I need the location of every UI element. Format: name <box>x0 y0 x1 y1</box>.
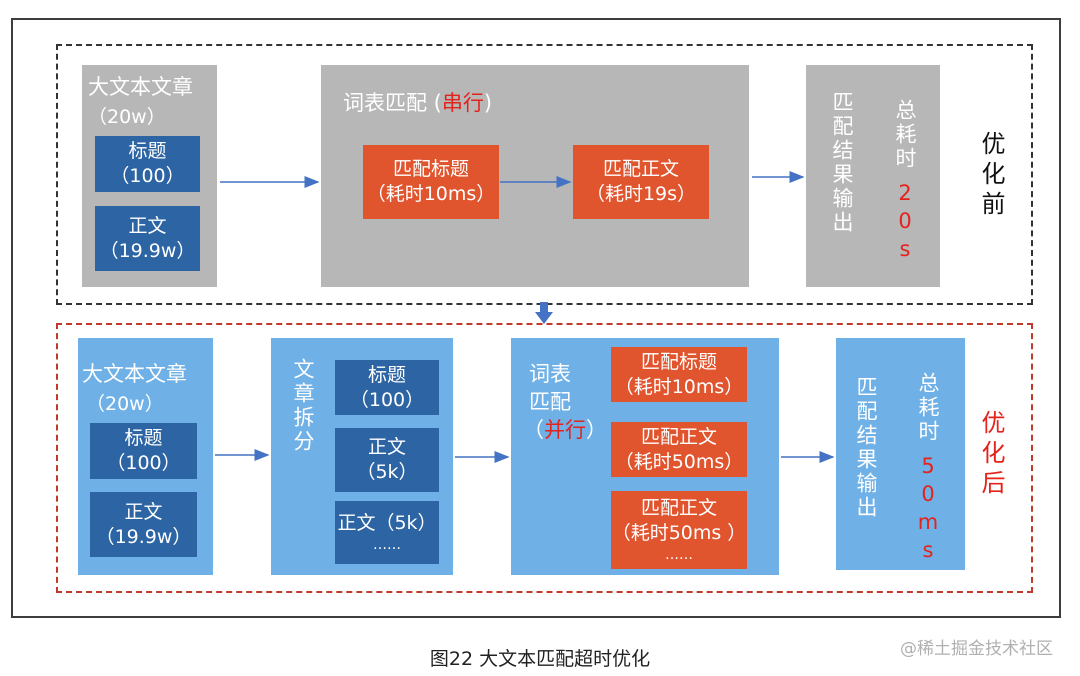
after-task-body-2-label: 匹配正文 <box>640 497 717 519</box>
after-match-mode-open: （ <box>523 418 544 442</box>
after-split-more-ellipsis: …… <box>373 537 401 553</box>
after-split-body-label: 正文 <box>367 436 406 458</box>
after-total-label: 总耗时 <box>916 372 940 444</box>
after-split-more-label: 正文（5k） <box>337 512 437 534</box>
after-total-value: 50ms <box>916 454 940 566</box>
watermark: @稀土掘金技术社区 <box>900 639 1053 659</box>
after-task-body-2-time: （耗时50ms ） <box>611 522 747 544</box>
before-source-count: （20w） <box>88 106 166 128</box>
before-match-title: 词表匹配 (串行) <box>343 89 492 117</box>
after-source-count: （20w） <box>86 393 164 415</box>
before-task-title-label: 匹配标题 <box>392 158 469 180</box>
before-output-label: 匹配结果输出 <box>830 91 854 235</box>
after-section <box>56 323 1033 593</box>
after-match-box: 词表 匹配 （并行） 匹配标题 （耗时10ms） 匹配正文 （耗时50ms） 匹… <box>511 338 779 575</box>
before-title-box-count: （100） <box>110 165 185 187</box>
after-task-body-2-ellipsis: …… <box>665 547 693 563</box>
before-body-box-label: 正文 <box>128 214 167 237</box>
after-task-title-time: （耗时10ms） <box>614 375 744 398</box>
after-match-mode-close: ） <box>586 418 607 442</box>
before-output-box: 匹配结果输出 总耗时 20s <box>806 65 940 287</box>
before-total-value: 20s <box>893 181 917 265</box>
before-match-box: 词表匹配 (串行) 匹配标题 （耗时10ms） 匹配正文 （耗时19s） <box>321 65 749 287</box>
after-split-title-count: （100） <box>349 388 425 411</box>
before-body-box-count: （19.9w） <box>99 239 196 262</box>
after-output-label: 匹配结果输出 <box>854 376 878 520</box>
after-task-title-label: 匹配标题 <box>640 350 717 373</box>
before-source-title: 大文本文章 <box>88 75 193 99</box>
after-task-title: 匹配标题 （耗时10ms） <box>611 347 747 402</box>
after-task-body-1-label: 匹配正文 <box>640 425 717 448</box>
after-body-box-count: （19.9w） <box>95 525 192 548</box>
before-title-box-label: 标题 <box>128 140 167 162</box>
after-task-body-1-time: （耗时50ms） <box>614 450 744 473</box>
after-split-label: 文章拆分 <box>291 358 315 454</box>
after-split-title-box: 标题 （100） <box>335 360 439 415</box>
after-split-title-label: 标题 <box>367 363 406 386</box>
before-task-title-time: （耗时10ms） <box>366 183 496 205</box>
before-task-body: 匹配正文 （耗时19s） <box>573 145 709 219</box>
after-source-title: 大文本文章 <box>82 362 187 386</box>
arrow-before-to-after <box>535 302 553 324</box>
before-match-mode: 串行 <box>441 91 484 115</box>
after-match-title-1: 词表 <box>529 362 571 386</box>
before-body-box: 正文 （19.9w） <box>95 206 200 271</box>
before-total-label: 总耗时 <box>893 99 917 171</box>
after-match-mode: 并行 <box>544 418 586 442</box>
before-title-box: 标题 （100） <box>95 136 200 192</box>
before-task-body-time: （耗时19s） <box>585 183 697 205</box>
before-match-title-close: ) <box>483 91 493 115</box>
outer-frame <box>11 18 1061 618</box>
after-split-body-box-more: 正文（5k） …… <box>335 501 439 564</box>
figure-caption: 图22 大文本匹配超时优化 <box>429 648 651 670</box>
after-split-body-count: （5k） <box>356 461 418 483</box>
before-source-box: 大文本文章 （20w） 标题 （100） 正文 （19.9w） <box>82 65 217 287</box>
after-title-box-count: （100） <box>106 452 181 474</box>
before-task-title: 匹配标题 （耗时10ms） <box>363 145 499 219</box>
before-task-body-label: 匹配正文 <box>602 158 679 180</box>
after-body-box: 正文 （19.9w） <box>90 492 197 557</box>
after-match-mode-line: （并行） <box>523 416 607 444</box>
after-output-box: 匹配结果输出 总耗时 50ms <box>836 338 965 570</box>
after-body-box-label: 正文 <box>124 500 163 523</box>
after-split-box: 文章拆分 标题 （100） 正文 （5k） 正文（5k） …… <box>271 338 453 575</box>
before-side-label: 优化前 <box>977 131 1005 221</box>
after-match-title-2: 匹配 <box>529 390 571 414</box>
after-source-box: 大文本文章 （20w） 标题 （100） 正文 （19.9w） <box>78 338 213 575</box>
after-side-label: 优化后 <box>977 410 1005 500</box>
before-match-title-text: 词表匹配 ( <box>343 91 442 115</box>
after-split-body-box: 正文 （5k） <box>335 428 439 492</box>
after-title-box-label: 标题 <box>124 427 163 449</box>
after-title-box: 标题 （100） <box>90 423 197 479</box>
after-task-body-1: 匹配正文 （耗时50ms） <box>611 422 747 477</box>
after-task-body-2: 匹配正文 （耗时50ms ） …… <box>611 491 747 569</box>
